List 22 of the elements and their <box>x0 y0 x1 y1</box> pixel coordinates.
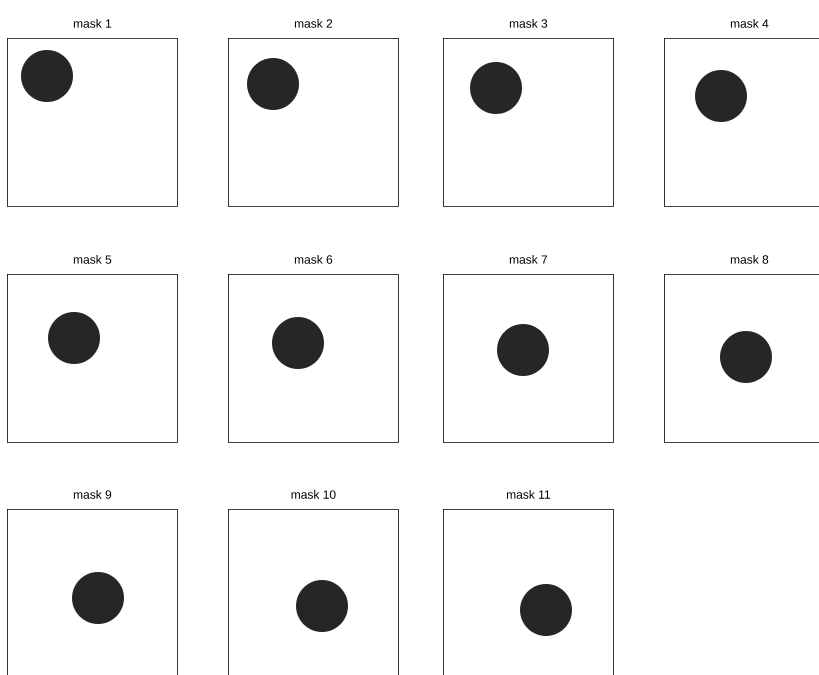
node-label: mask 4 <box>730 18 768 28</box>
mask-panel: mask 5 <box>7 255 178 443</box>
mask-panel: mask 2 <box>228 19 399 207</box>
mask-panel: mask 1 <box>7 19 178 207</box>
mask-panel: mask 6 <box>228 255 399 443</box>
mask-panel: mask 9 <box>7 490 178 675</box>
mask-panel: mask 8 <box>664 255 819 443</box>
node-label: mask 6 <box>294 255 332 264</box>
node-label: mask 9 <box>74 490 112 499</box>
node-label: mask 2 <box>294 18 332 28</box>
node-label: mask 3 <box>510 18 548 28</box>
node-label: mask 1 <box>74 18 112 28</box>
node-label: mask 5 <box>74 255 112 264</box>
node-label: mask 8 <box>730 255 768 264</box>
mask-panel: mask 4 <box>664 19 819 207</box>
mask-panel: mask 10 <box>228 490 399 675</box>
mask-panel: mask 7 <box>443 255 614 443</box>
mask-panel: mask 11 <box>443 490 614 675</box>
mask-panel: mask 3 <box>443 19 614 207</box>
node-label: mask 7 <box>510 255 548 264</box>
node-label: mask 11 <box>506 490 550 499</box>
node-label: mask 10 <box>292 490 336 499</box>
